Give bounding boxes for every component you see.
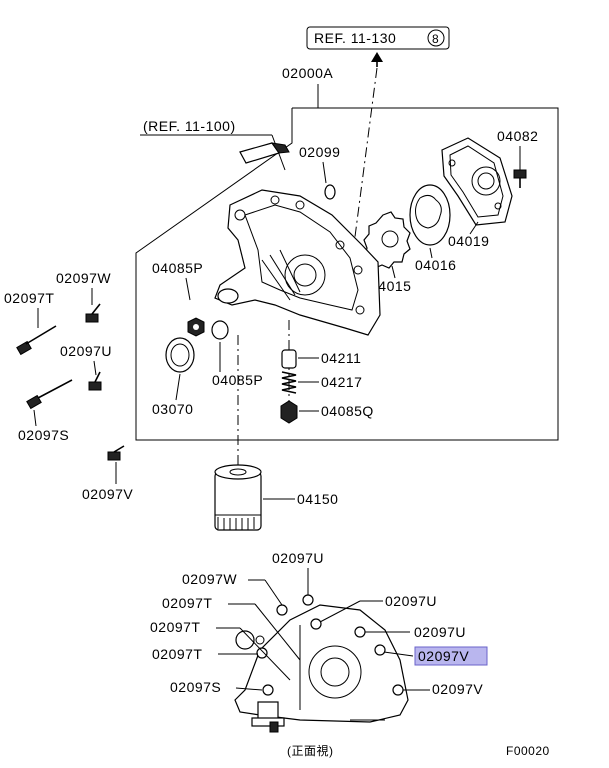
label-02097W-left[interactable]: 02097W <box>56 270 111 286</box>
bolt-02097S <box>26 379 73 410</box>
label-02097T-left[interactable]: 02097T <box>4 290 54 306</box>
figure-code: F00020 <box>506 744 550 758</box>
oil-seal-03070 <box>165 337 195 373</box>
bolt-02097T <box>16 325 57 356</box>
front-label-02097U-right-1[interactable]: 02097U <box>385 593 437 609</box>
plug-04085P-cap <box>211 320 229 340</box>
plug-04085P-hex <box>187 317 205 337</box>
ref-11-130-label: REF. 11-130 <box>314 30 396 46</box>
front-view-pump <box>234 594 409 733</box>
label-02099[interactable]: 02099 <box>299 144 340 160</box>
inner-rotor-04015 <box>363 211 411 269</box>
front-label-02097T-2[interactable]: 02097T <box>150 619 200 635</box>
label-04016[interactable]: 04016 <box>415 257 456 273</box>
ref-circle-number: 8 <box>432 32 439 46</box>
label-04015[interactable]: 04015 <box>370 278 411 294</box>
front-label-02097T-3[interactable]: 02097T <box>152 646 202 662</box>
label-04150[interactable]: 04150 <box>297 491 338 507</box>
up-arrow-icon <box>371 52 383 67</box>
o-ring-02099 <box>324 184 336 200</box>
ref-11-130-box[interactable]: REF. 11-130 8 <box>306 26 450 50</box>
front-label-02097V-highlight-text: 02097V <box>418 648 469 664</box>
bolt-02097W <box>85 303 101 323</box>
relief-plug-04085Q <box>280 400 298 424</box>
outer-rotor-04016 <box>409 184 451 246</box>
label-04085P-upper[interactable]: 04085P <box>152 260 203 276</box>
front-label-02097U-top[interactable]: 02097U <box>272 550 324 566</box>
front-label-02097V-right[interactable]: 02097V <box>432 681 483 697</box>
bolt-02097U <box>88 371 102 391</box>
label-04211[interactable]: 04211 <box>321 350 361 366</box>
label-02097S-left[interactable]: 02097S <box>18 427 69 443</box>
oil-pump-body <box>214 189 381 336</box>
bolt-02097V <box>107 445 125 461</box>
label-02097U-left[interactable]: 02097U <box>60 343 112 359</box>
oil-filter-04150 <box>214 464 262 531</box>
label-04085Q[interactable]: 04085Q <box>321 403 374 419</box>
front-label-02097S[interactable]: 02097S <box>170 679 221 695</box>
screw-04082 <box>513 169 527 188</box>
label-04085P-lower[interactable]: 04085P <box>212 372 263 388</box>
ref-11-100-label[interactable]: (REF. 11-100) <box>143 118 236 134</box>
front-label-02097U-right-2[interactable]: 02097U <box>414 624 466 640</box>
front-view-caption: (正面視) <box>287 743 334 758</box>
relief-spring-04217 <box>281 371 297 394</box>
label-02097V-left[interactable]: 02097V <box>82 486 133 502</box>
front-label-02097V-highlight[interactable]: 02097V <box>414 646 488 666</box>
label-04019[interactable]: 04019 <box>448 233 489 249</box>
pump-cover-04019 <box>441 137 513 226</box>
front-label-02097W[interactable]: 02097W <box>182 571 237 587</box>
assembly-box <box>135 107 559 441</box>
assembly-label-02000A[interactable]: 02000A <box>282 65 333 81</box>
relief-plunger-04211 <box>281 349 297 369</box>
label-04217[interactable]: 04217 <box>321 374 362 390</box>
front-label-02097T-1[interactable]: 02097T <box>162 595 212 611</box>
sealant-tube-icon <box>239 142 290 164</box>
label-04082[interactable]: 04082 <box>497 128 538 144</box>
label-03070[interactable]: 03070 <box>152 401 193 417</box>
